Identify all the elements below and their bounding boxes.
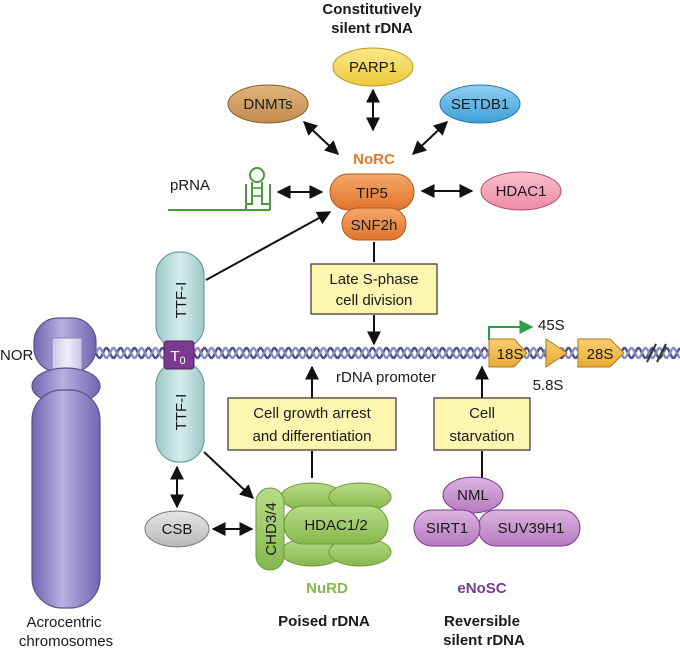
growth-arrest-line2: and differentiation [253, 428, 372, 445]
nml-label: NML [457, 487, 489, 504]
prna-hairpin [168, 167, 271, 211]
title-reversible-line2: silent rDNA [443, 632, 525, 649]
title-constitutive-line1: Constitutively [322, 1, 422, 18]
gene-18s: 18S [488, 338, 528, 368]
csb-label: CSB [162, 521, 193, 538]
tip5-label: TIP5 [356, 185, 388, 202]
suv39h1-label: SUV39H1 [498, 520, 565, 537]
snf2h-label: SNF2h [351, 217, 398, 234]
arrow-setdb1-tip5 [411, 121, 449, 155]
nurd-complex-label: NuRD [306, 580, 348, 597]
parp1-label: PARP1 [349, 59, 397, 76]
starvation-box [433, 397, 531, 451]
parp1-protein [332, 47, 414, 87]
late-s-phase-line1: Late S-phase [329, 271, 418, 288]
title-constitutive-line2: silent rDNA [331, 20, 413, 37]
nurd-complex [255, 482, 392, 571]
hdac1-label: HDAC1 [496, 183, 547, 200]
starvation-line2: starvation [449, 428, 514, 445]
arrow-ttf1-nurd [203, 451, 255, 499]
dnmts-protein [227, 84, 309, 124]
norc-complex-label: NoRC [353, 151, 395, 168]
acrocentric-label-line1: Acrocentric [26, 614, 102, 631]
late-s-phase-box [310, 263, 438, 315]
title-poised: Poised rDNA [278, 613, 370, 630]
growth-arrest-box [227, 397, 397, 451]
t0-label: T0 [170, 348, 185, 367]
enosc-complex [413, 476, 581, 547]
t0-terminator [163, 340, 195, 370]
setdb1-label: SETDB1 [451, 96, 509, 113]
helix-break-mark [646, 343, 667, 363]
transcription-start-arrow [488, 320, 534, 340]
enosc-complex-label: eNoSC [457, 580, 506, 597]
acrocentric-chromosome [31, 317, 101, 609]
nor-label: NOR [0, 347, 34, 364]
prna-label: pRNA [170, 177, 210, 194]
sirt1-label: SIRT1 [426, 520, 468, 537]
gene-58s [545, 338, 568, 368]
acrocentric-label-line2: chromosomes [19, 633, 113, 650]
snf2h-protein [341, 207, 407, 241]
gene-28s: 28S [577, 338, 625, 368]
growth-arrest-line1: Cell growth arrest [253, 405, 371, 422]
title-reversible-line1: Reversible [444, 613, 520, 630]
gene-58s-label: 5.8S [533, 377, 564, 394]
gene-18s-label: 18S [497, 346, 524, 363]
setdb1-protein [439, 84, 521, 124]
rdna-promoter-label: rDNA promoter [336, 369, 436, 386]
chd34-label: CHD3/4 [263, 502, 280, 555]
csb-protein [144, 510, 210, 548]
dnmts-label: DNMTs [243, 96, 292, 113]
ttf1-bottom-label: TTF-I [173, 394, 190, 431]
late-s-phase-line2: cell division [336, 292, 413, 309]
hdac1-protein [480, 171, 562, 211]
arrow-dnmts-tip5 [302, 121, 340, 155]
gene-45s-label: 45S [538, 317, 565, 334]
ttf1-top-label: TTF-I [173, 282, 190, 319]
hdac12-label: HDAC1/2 [304, 517, 367, 534]
starvation-line1: Cell [469, 405, 495, 422]
arrow-ttf1-tip5 [205, 211, 332, 281]
gene-28s-label: 28S [587, 346, 614, 363]
